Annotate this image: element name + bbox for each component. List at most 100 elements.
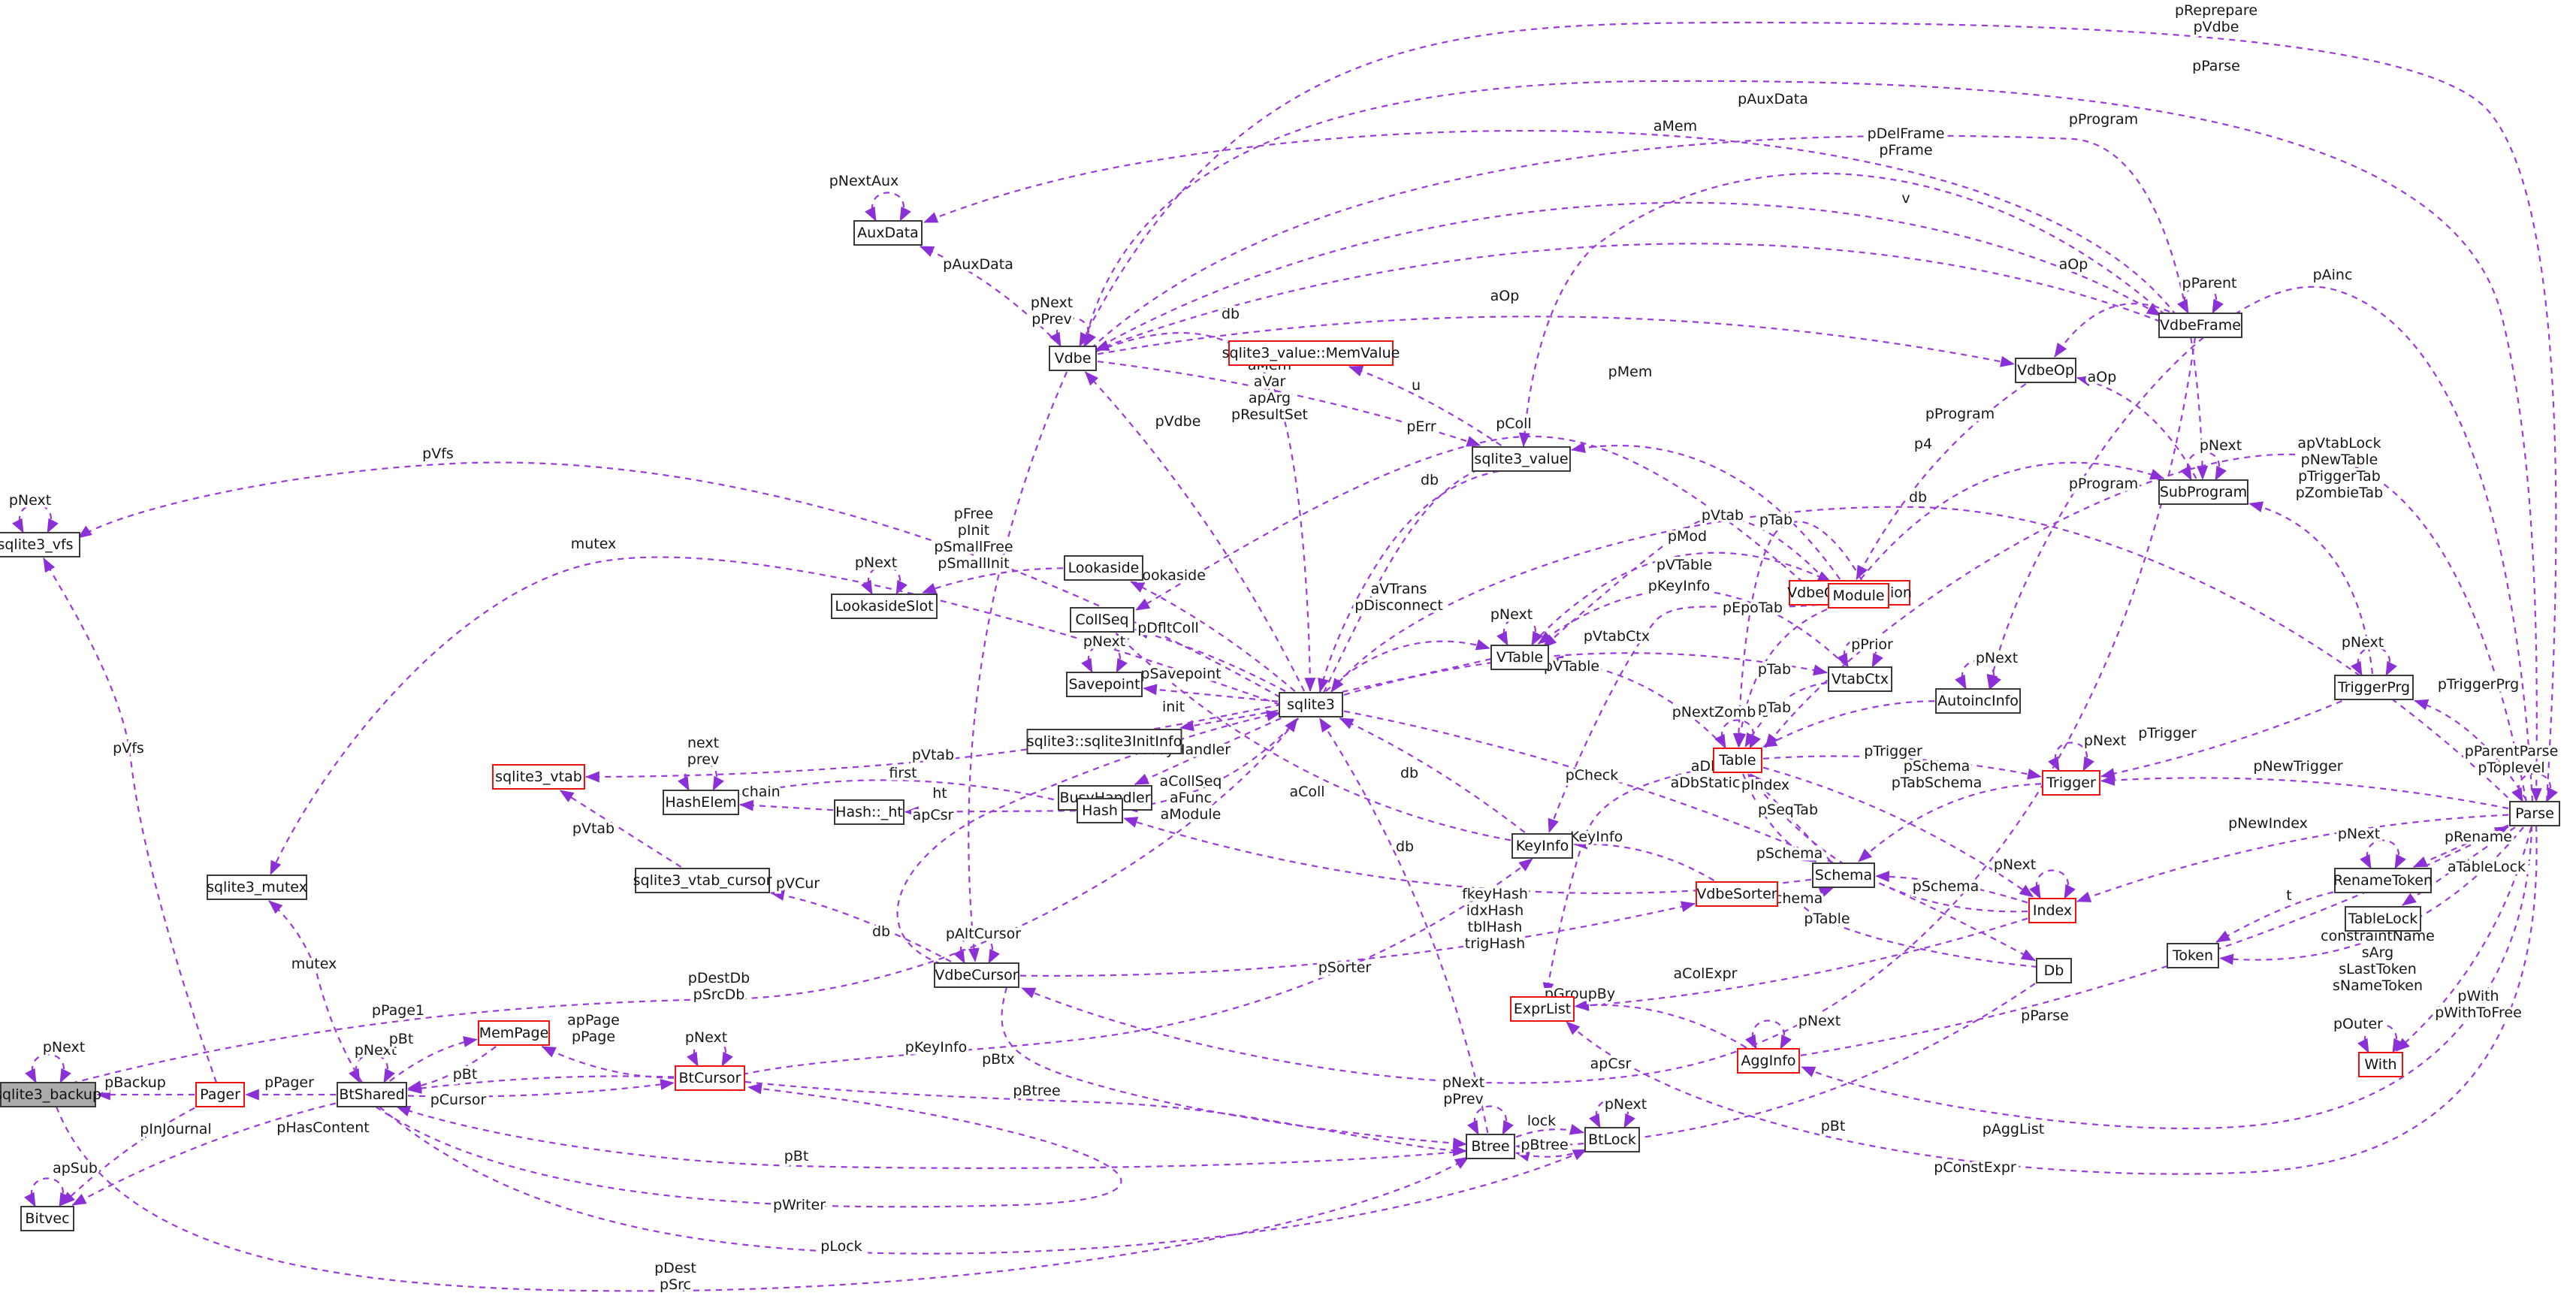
node-CollSeq[interactable]: CollSeq <box>1070 607 1134 633</box>
node-box-sqlite3_vtab[interactable] <box>492 764 585 790</box>
node-box-BtCursor[interactable] <box>675 1065 745 1091</box>
node-box-sqlite3_backup[interactable] <box>0 1082 96 1107</box>
node-AggInfo[interactable]: AggInfo <box>1737 1048 1800 1074</box>
node-Savepoint[interactable]: Savepoint <box>1066 672 1143 697</box>
node-box-AggInfo[interactable] <box>1737 1048 1800 1074</box>
node-InitInfo[interactable]: sqlite3::sqlite3InitInfo <box>1026 729 1182 754</box>
node-Lookaside[interactable]: Lookaside <box>1064 555 1143 581</box>
node-sqlite3_mutex[interactable]: sqlite3_mutex <box>207 875 307 900</box>
node-box-sqlite3[interactable] <box>1279 692 1343 717</box>
node-box-AutoincInfo[interactable] <box>1935 688 2021 714</box>
node-box-Module[interactable] <box>1828 583 1889 609</box>
node-sqlite3[interactable]: sqlite3 <box>1279 692 1343 717</box>
node-box-Hash_ht[interactable] <box>834 799 904 825</box>
node-box-Savepoint[interactable] <box>1066 672 1143 697</box>
node-TriggerPrg[interactable]: TriggerPrg <box>2334 675 2414 700</box>
node-Trigger[interactable]: Trigger <box>2042 770 2100 796</box>
node-box-Token[interactable] <box>2167 943 2219 968</box>
node-VdbeOp[interactable]: VdbeOp <box>2015 358 2076 383</box>
node-sqlite3_value[interactable]: sqlite3_value <box>1472 446 1571 472</box>
node-box-Vdbe[interactable] <box>1049 346 1097 371</box>
node-box-VdbeSorter[interactable] <box>1696 881 1778 907</box>
node-box-Trigger[interactable] <box>2042 770 2100 796</box>
node-Btree[interactable]: Btree <box>1466 1134 1515 1159</box>
node-box-InitInfo[interactable] <box>1026 729 1182 754</box>
node-box-Btree[interactable] <box>1466 1134 1515 1159</box>
node-label-sqlite3_backup: sqlite3_backup <box>0 1086 101 1103</box>
node-box-Parse[interactable] <box>2509 801 2560 826</box>
node-Token[interactable]: Token <box>2167 943 2219 968</box>
node-box-KeyInfo[interactable] <box>1511 833 1573 859</box>
node-BtShared[interactable]: BtShared <box>337 1082 407 1107</box>
node-Hash_ht[interactable]: Hash::_ht <box>834 799 904 825</box>
node-VtabCtx[interactable]: VtabCtx <box>1828 666 1892 692</box>
node-box-Bitvec[interactable] <box>20 1206 74 1231</box>
node-box-HashElem[interactable] <box>663 790 739 815</box>
node-box-BtLock[interactable] <box>1584 1127 1640 1152</box>
node-box-sqlite3_value[interactable] <box>1472 446 1571 472</box>
node-SubProgram[interactable]: SubProgram <box>2158 479 2248 505</box>
node-ExprList[interactable]: ExprList <box>1510 996 1575 1022</box>
node-HashElem[interactable]: HashElem <box>663 790 739 815</box>
edge-pTrigger-93 <box>2100 699 2342 780</box>
node-AutoincInfo[interactable]: AutoincInfo <box>1935 688 2021 714</box>
node-MemValue[interactable]: sqlite3_value::MemValue <box>1222 340 1400 366</box>
node-box-AuxData[interactable] <box>853 220 923 246</box>
node-Vdbe[interactable]: Vdbe <box>1049 346 1097 371</box>
node-box-Table[interactable] <box>1713 748 1762 773</box>
node-MemPage[interactable]: MemPage <box>478 1020 550 1046</box>
node-box-sqlite3_vfs[interactable] <box>0 532 80 557</box>
node-box-SubProgram[interactable] <box>2158 479 2248 505</box>
node-BtLock[interactable]: BtLock <box>1584 1127 1640 1152</box>
node-label-vtab_cursor: sqlite3_vtab_cursor <box>633 872 772 889</box>
node-box-With[interactable] <box>2358 1052 2403 1077</box>
node-AuxData[interactable]: AuxData <box>853 220 923 246</box>
node-box-Index[interactable] <box>2028 898 2076 923</box>
node-sqlite3_backup[interactable]: sqlite3_backup <box>0 1082 101 1107</box>
node-box-Db[interactable] <box>2036 958 2072 983</box>
node-sqlite3_vfs[interactable]: sqlite3_vfs <box>0 532 80 557</box>
node-box-MemValue[interactable] <box>1228 340 1394 366</box>
node-With[interactable]: With <box>2358 1052 2403 1077</box>
node-box-Schema[interactable] <box>1812 862 1875 888</box>
node-box-BtShared[interactable] <box>337 1082 407 1107</box>
node-box-VdbeCursor[interactable] <box>934 962 1019 988</box>
node-LookasideSlot[interactable]: LookasideSlot <box>831 594 938 619</box>
node-box-VtabCtx[interactable] <box>1828 666 1892 692</box>
node-box-sqlite3_mutex[interactable] <box>207 875 307 900</box>
node-box-ExprList[interactable] <box>1510 996 1575 1022</box>
node-box-VdbeOp[interactable] <box>2015 358 2076 383</box>
node-box-Hash[interactable] <box>1077 798 1123 823</box>
node-Module[interactable]: Module <box>1828 583 1889 609</box>
node-Table[interactable]: Table <box>1713 748 1762 773</box>
node-BtCursor[interactable]: BtCursor <box>675 1065 745 1091</box>
node-box-MemPage[interactable] <box>478 1020 550 1046</box>
node-Hash[interactable]: Hash <box>1077 798 1123 823</box>
node-box-vtab_cursor[interactable] <box>635 868 770 893</box>
node-box-VdbeFrame[interactable] <box>2158 313 2242 338</box>
node-sqlite3_vtab[interactable]: sqlite3_vtab <box>492 764 585 790</box>
node-vtab_cursor[interactable]: sqlite3_vtab_cursor <box>633 868 772 893</box>
node-VTable[interactable]: VTable <box>1490 645 1549 670</box>
node-Pager[interactable]: Pager <box>195 1082 245 1107</box>
node-box-Lookaside[interactable] <box>1064 555 1143 581</box>
node-VdbeFrame[interactable]: VdbeFrame <box>2158 313 2242 338</box>
node-Schema[interactable]: Schema <box>1812 862 1875 888</box>
node-KeyInfo[interactable]: KeyInfo <box>1511 833 1573 859</box>
node-VdbeSorter[interactable]: VdbeSorter <box>1696 881 1778 907</box>
node-box-Pager[interactable] <box>195 1082 245 1107</box>
node-box-TriggerPrg[interactable] <box>2334 675 2414 700</box>
node-Db[interactable]: Db <box>2036 958 2072 983</box>
node-VdbeCursor[interactable]: VdbeCursor <box>934 962 1019 988</box>
node-Parse[interactable]: Parse <box>2509 801 2560 826</box>
node-box-VTable[interactable] <box>1490 645 1549 670</box>
node-box-TableLock[interactable] <box>2345 906 2421 932</box>
node-Index[interactable]: Index <box>2028 898 2076 923</box>
node-box-CollSeq[interactable] <box>1070 607 1134 633</box>
node-RenameToken[interactable]: RenameToken <box>2333 868 2433 893</box>
edge-pSchema-81 <box>1858 783 2042 862</box>
node-Bitvec[interactable]: Bitvec <box>20 1206 74 1231</box>
node-box-RenameToken[interactable] <box>2334 868 2432 893</box>
node-box-LookasideSlot[interactable] <box>831 594 938 619</box>
node-TableLock[interactable]: TableLock <box>2345 906 2421 932</box>
